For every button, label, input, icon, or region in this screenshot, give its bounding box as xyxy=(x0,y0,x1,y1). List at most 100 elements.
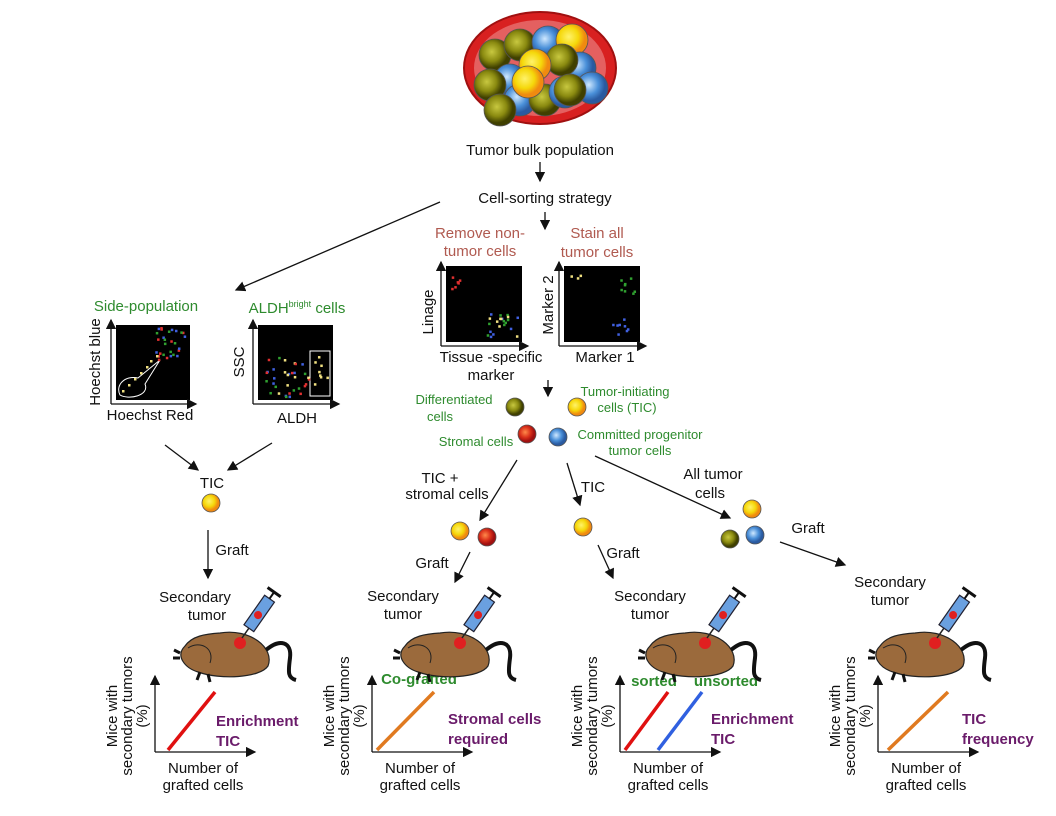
scatter-dot xyxy=(612,323,615,327)
scatter-dot xyxy=(503,323,506,327)
tumor-bulk-illustration xyxy=(463,11,617,127)
scatter-dot xyxy=(181,331,185,335)
scatter-dot xyxy=(504,321,508,325)
scatter-dot xyxy=(269,391,272,395)
tumor-bulk-label: Tumor bulk population xyxy=(466,142,614,159)
scatter-dot xyxy=(303,372,307,376)
scatter-dot xyxy=(486,334,490,337)
mouse-body xyxy=(180,631,270,678)
scatter-dot xyxy=(157,338,160,341)
tumor-spot xyxy=(699,637,711,649)
chart-x-axis-label: grafted cells xyxy=(628,777,709,794)
tic-cell xyxy=(567,397,587,417)
differentiated-label-1: Differentiated xyxy=(415,392,492,407)
secondary-tumor-label-2: tumor xyxy=(631,606,669,623)
syringe-icon xyxy=(241,586,282,639)
ssc-label: SSC xyxy=(231,346,248,377)
scatter-dot xyxy=(492,333,495,336)
scatter-dot xyxy=(155,331,159,335)
chart-trend-line xyxy=(656,690,704,752)
mouse-paws xyxy=(393,648,432,683)
scatter-dot xyxy=(299,392,302,396)
committed-progenitor-cell xyxy=(745,525,765,545)
scatter-dot xyxy=(616,324,619,327)
scatter-dot xyxy=(294,362,297,366)
scatter-dot xyxy=(506,313,509,317)
mouse-illustration xyxy=(173,586,297,683)
chart1-result-2: TIC xyxy=(216,733,240,750)
scatter-dot xyxy=(307,378,311,381)
chart-y-axis-label: Mice with xyxy=(321,685,338,748)
chart-y-axis-label: Mice with xyxy=(827,685,844,748)
chart-trend-line xyxy=(166,690,217,752)
tic-branch-label: TIC xyxy=(581,479,605,496)
unsorted-label: unsorted xyxy=(694,673,758,690)
scatter-dot xyxy=(163,342,167,346)
secondary-tumor-label-1: Secondary xyxy=(367,588,439,605)
chart-y-axis-label: secondary tumors xyxy=(842,656,859,775)
differentiated-cell xyxy=(505,397,525,417)
scatter-dot xyxy=(157,327,161,331)
graft-label: Graft xyxy=(415,555,449,572)
syringe-needle xyxy=(461,627,470,639)
scatter-dot xyxy=(146,366,149,369)
mouse-ear xyxy=(407,644,432,664)
mouse-illustration xyxy=(393,586,517,683)
chart-y-axis-label: Mice with xyxy=(104,685,121,748)
remove-label-1: Remove non- xyxy=(435,225,525,242)
tumor-cell xyxy=(483,93,517,127)
secondary-tumor-label-2: tumor xyxy=(871,592,909,609)
scatter-dot xyxy=(498,325,501,328)
scatter-dot xyxy=(155,351,158,354)
chart-y-axis-label: Mice with xyxy=(569,685,586,748)
chart3-result-1: Enrichment xyxy=(711,711,794,728)
chart-y-axis-label: (%) xyxy=(351,704,368,727)
scatter-dot xyxy=(620,288,623,292)
chart-x-axis-label: grafted cells xyxy=(886,777,967,794)
scatter-dot xyxy=(172,353,175,357)
stromal-cell xyxy=(477,527,497,547)
tumor-cell xyxy=(545,43,579,77)
chart-x-axis-label: Number of xyxy=(168,760,239,777)
chart4-result-1: TIC xyxy=(962,711,986,728)
tic-cell xyxy=(573,517,593,537)
scatter-dot xyxy=(274,385,277,389)
scatter-dot xyxy=(297,387,301,390)
scatter-dot xyxy=(159,352,162,355)
scatter-dot xyxy=(278,356,281,360)
chart3-result-2: TIC xyxy=(711,731,735,748)
syringe-icon xyxy=(706,586,747,639)
chart-trend-line xyxy=(886,690,950,752)
committed-legend-label-1: Committed progenitor xyxy=(578,427,704,442)
arrow xyxy=(226,442,273,471)
scatter-dot xyxy=(272,368,275,371)
syringe-rod xyxy=(488,591,495,600)
scatter-dot xyxy=(509,327,513,331)
syringe-icon xyxy=(461,586,502,639)
scatter-dot xyxy=(286,373,290,377)
differentiated-label-2: cells xyxy=(427,409,454,424)
scatter-dot xyxy=(303,384,307,388)
graft-label: Graft xyxy=(606,545,640,562)
scatter-dot xyxy=(623,325,627,328)
secondary-tumor-label-2: tumor xyxy=(384,606,422,623)
scatter-dot xyxy=(626,328,630,331)
scatter-dot xyxy=(283,371,287,374)
side-population-plot xyxy=(116,325,190,400)
sorted-label: sorted xyxy=(631,673,677,690)
stromal-legend-label: Stromal cells xyxy=(439,434,514,449)
scatter-dot xyxy=(489,335,493,339)
chart-x-axis-label: Number of xyxy=(891,760,962,777)
scatter-dot xyxy=(506,318,510,322)
scatter-dot xyxy=(576,277,580,280)
committed-progenitor-cell xyxy=(548,427,568,447)
tic-cell xyxy=(450,521,470,541)
mouse-body xyxy=(645,631,735,678)
scatter-dot xyxy=(620,279,623,282)
scatter-dot xyxy=(165,356,169,360)
scatter-dot xyxy=(285,395,288,399)
tissue-axis-label-1: Tissue -specific xyxy=(440,349,543,366)
arrow xyxy=(234,201,441,292)
tic-cell xyxy=(201,493,221,513)
